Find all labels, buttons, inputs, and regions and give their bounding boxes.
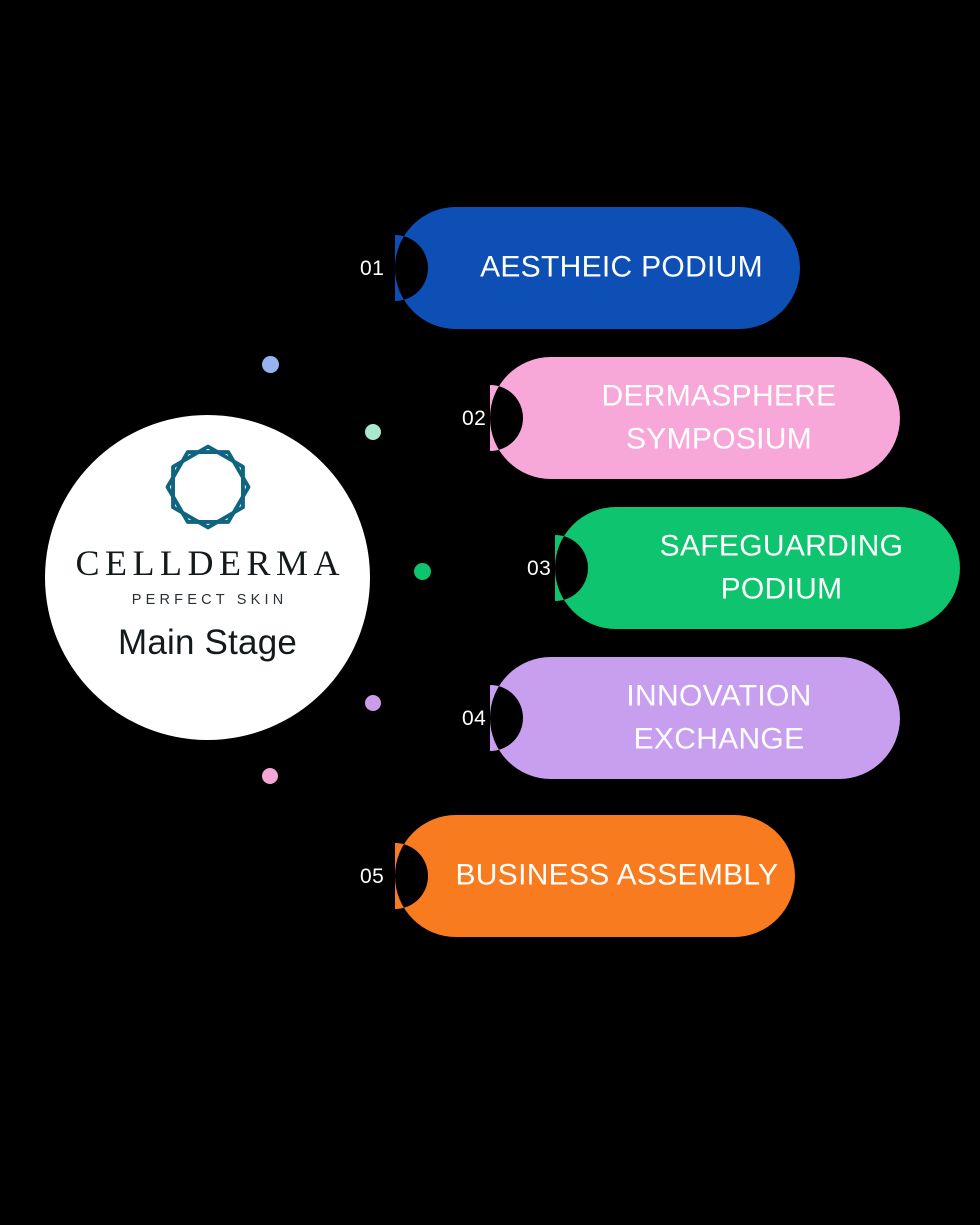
brand-tagline: PERFECT SKIN (131, 592, 288, 608)
dot-green (414, 563, 431, 580)
badge-number-02: 02 (462, 407, 487, 430)
badge-shape-05 (395, 815, 795, 937)
badge-shape-01 (395, 207, 800, 329)
dot-lilac (365, 695, 381, 711)
main-stage-hub: CELLDERMA PERFECT SKIN Main Stage (45, 415, 370, 740)
double-hexagon-icon (162, 441, 254, 533)
brand-name: CELLDERMA (75, 543, 345, 583)
badge-label-02: DERMASPHERE SYMPOSIUM (601, 379, 837, 455)
main-stage-label: Main Stage (117, 622, 298, 662)
badge-shape-04 (490, 657, 900, 779)
badge-shape-02 (490, 357, 900, 479)
badge-label-01: AESTHEIC PODIUM (480, 250, 763, 284)
badge-label-03: SAFEGUARDING PODIUM (659, 529, 904, 605)
badge-number-01: 01 (360, 257, 385, 280)
dot-mint (365, 424, 381, 440)
badge-number-04: 04 (462, 707, 487, 730)
badge-label-04: INNOVATION EXCHANGE (626, 679, 812, 755)
badge-number-05: 05 (360, 865, 385, 888)
dot-pink (262, 768, 278, 784)
badge-number-03: 03 (527, 557, 552, 580)
stage-badge-01[interactable]: 01 AESTHEIC PODIUM (360, 207, 800, 329)
stage-badge-03[interactable]: 03 SAFEGUARDING PODIUM (527, 507, 960, 629)
dot-periwinkle (262, 356, 279, 373)
stage-badge-05[interactable]: 05 BUSINESS ASSEMBLY (360, 815, 795, 937)
badge-label-05: BUSINESS ASSEMBLY (455, 858, 779, 892)
badge-shape-03 (555, 507, 960, 629)
stage-badge-04[interactable]: 04 INNOVATION EXCHANGE (462, 657, 900, 779)
stage-badge-02[interactable]: 02 DERMASPHERE SYMPOSIUM (462, 357, 900, 479)
